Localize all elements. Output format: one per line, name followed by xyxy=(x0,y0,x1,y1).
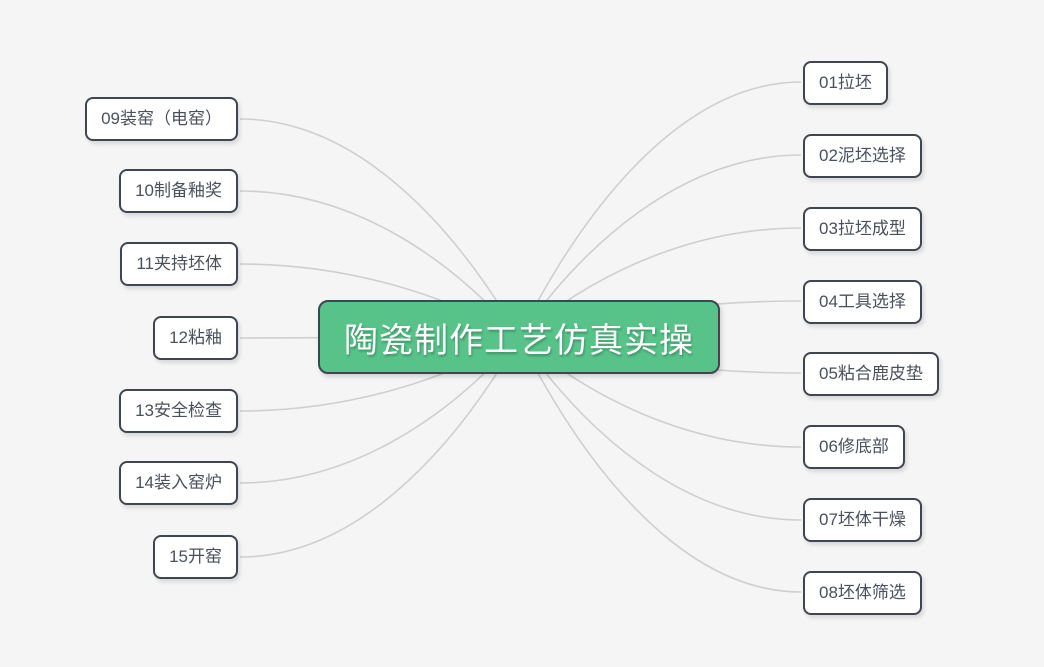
node-right-08-body-screening[interactable]: 08坯体筛选 xyxy=(803,571,922,615)
node-right-06-trim-bottom[interactable]: 06修底部 xyxy=(803,425,905,469)
node-right-01-throwing[interactable]: 01拉坯 xyxy=(803,61,888,105)
center-node-title[interactable]: 陶瓷制作工艺仿真实操 xyxy=(318,300,720,374)
node-right-02-clay-selection[interactable]: 02泥坯选择 xyxy=(803,134,922,178)
node-left-11-clamp-body[interactable]: 11夹持坯体 xyxy=(120,242,238,286)
node-left-09-load-kiln[interactable]: 09装窑（电窑） xyxy=(85,97,238,141)
node-left-13-safety-check[interactable]: 13安全检查 xyxy=(119,389,238,433)
node-left-15-open-kiln[interactable]: 15开窑 xyxy=(153,535,238,579)
node-right-05-chamois-pad[interactable]: 05粘合鹿皮垫 xyxy=(803,352,939,396)
node-left-12-apply-glaze[interactable]: 12粘釉 xyxy=(153,316,238,360)
node-left-14-into-kiln[interactable]: 14装入窑炉 xyxy=(119,461,238,505)
node-right-03-throw-forming[interactable]: 03拉坯成型 xyxy=(803,207,922,251)
node-right-04-tool-selection[interactable]: 04工具选择 xyxy=(803,280,922,324)
node-left-10-prepare-glaze[interactable]: 10制备釉奖 xyxy=(119,169,238,213)
node-right-07-body-drying[interactable]: 07坯体干燥 xyxy=(803,498,922,542)
